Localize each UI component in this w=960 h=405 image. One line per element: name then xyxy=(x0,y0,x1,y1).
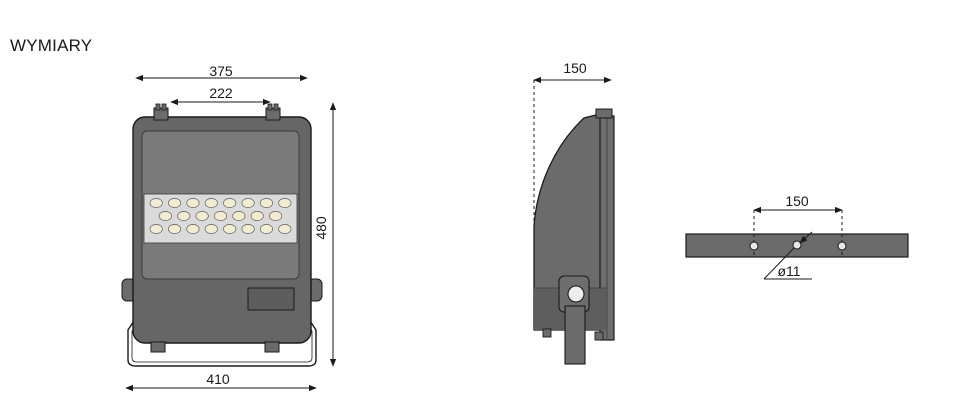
front-view: 375 222 480 410 xyxy=(121,63,337,392)
side-pivot-knob xyxy=(567,285,585,303)
top-lug-left xyxy=(153,103,169,121)
bracket-hole-center xyxy=(792,240,802,250)
led xyxy=(250,211,264,221)
led xyxy=(269,211,283,221)
led xyxy=(223,198,237,208)
led xyxy=(177,211,191,221)
led xyxy=(186,198,200,208)
dim-leader-diameter xyxy=(799,231,813,244)
bracket-hole-right xyxy=(837,241,847,251)
led xyxy=(158,211,172,221)
led xyxy=(186,224,200,234)
side-top-lug xyxy=(595,108,613,119)
dim-label-diameter: ø11 xyxy=(777,263,800,279)
led xyxy=(241,224,255,234)
led xyxy=(168,198,182,208)
led xyxy=(259,198,273,208)
led xyxy=(223,224,237,234)
led-array xyxy=(149,198,292,234)
bracket-view: 150 ø11 xyxy=(685,193,909,280)
side-stirrup-arm xyxy=(564,305,586,365)
led xyxy=(168,224,182,234)
bottom-screws xyxy=(150,341,280,353)
led xyxy=(278,224,292,234)
dim-label-222: 222 xyxy=(209,85,233,101)
led xyxy=(195,211,209,221)
page-title: WYMIARY xyxy=(10,36,93,55)
dim-label-410: 410 xyxy=(206,371,230,387)
led xyxy=(232,211,246,221)
led xyxy=(204,224,218,234)
led xyxy=(259,224,273,234)
dim-label-side-150: 150 xyxy=(563,60,587,76)
led xyxy=(204,198,218,208)
led xyxy=(241,198,255,208)
nameplate xyxy=(247,287,295,311)
led xyxy=(149,224,163,234)
led xyxy=(278,198,292,208)
dim-label-bracket-150: 150 xyxy=(785,193,809,209)
mounting-stirrup xyxy=(127,317,317,367)
dim-label-375: 375 xyxy=(209,63,233,79)
bracket-hole-left xyxy=(749,241,759,251)
top-lug-right xyxy=(265,103,281,121)
dim-label-480: 480 xyxy=(313,216,329,240)
led xyxy=(149,198,163,208)
side-view: 150 xyxy=(533,60,615,365)
led xyxy=(213,211,228,221)
